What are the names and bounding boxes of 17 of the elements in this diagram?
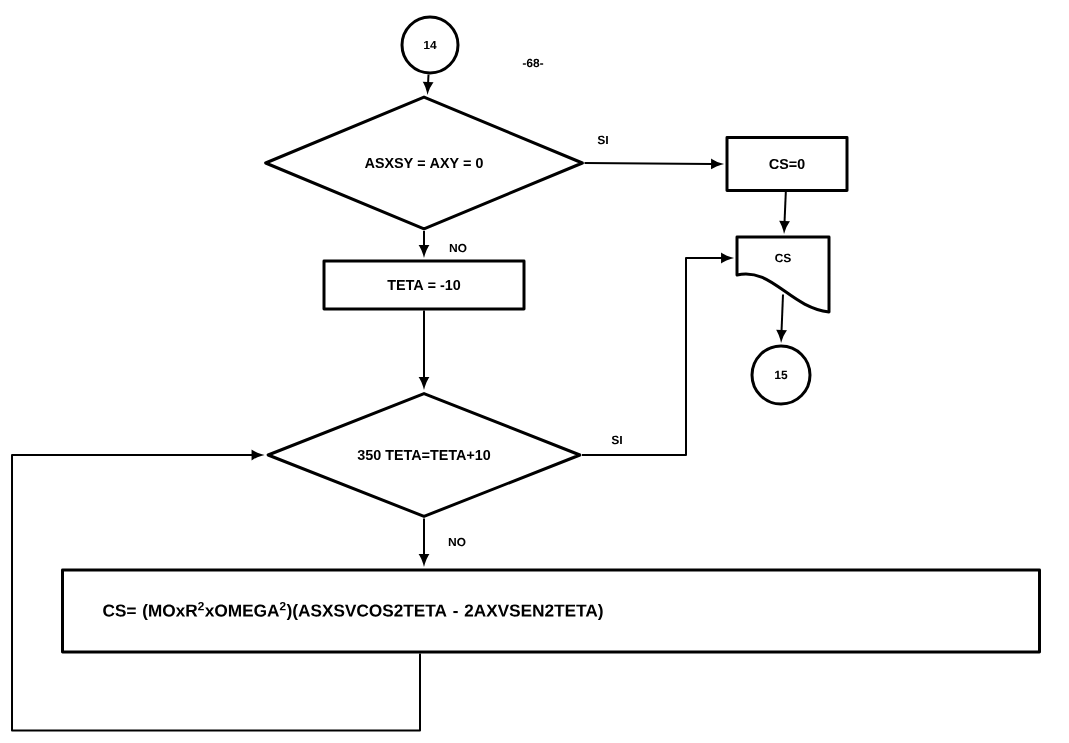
edge-label: NO [448,242,468,254]
edge-label: SI [596,134,610,146]
edge-label: NO [447,536,467,548]
arrow [779,191,790,232]
arrow [423,73,433,93]
process-box: TETA = -10 [322,259,526,311]
page-number: -68- [522,58,544,68]
edge-label: SI [610,434,624,446]
arrow [11,450,421,732]
process-box: CS=0 [725,136,849,192]
arrow [419,517,429,565]
process-box: CS= (MOxR$^{2}$xOMEGA$^{2}$)(ASXSVCOS2TETA - 2AXVSEN2TETA) [61,568,1041,654]
arrow [583,159,722,169]
arrow [419,309,429,388]
arrow [776,293,787,341]
arrow [581,253,732,456]
arrow [419,230,429,256]
